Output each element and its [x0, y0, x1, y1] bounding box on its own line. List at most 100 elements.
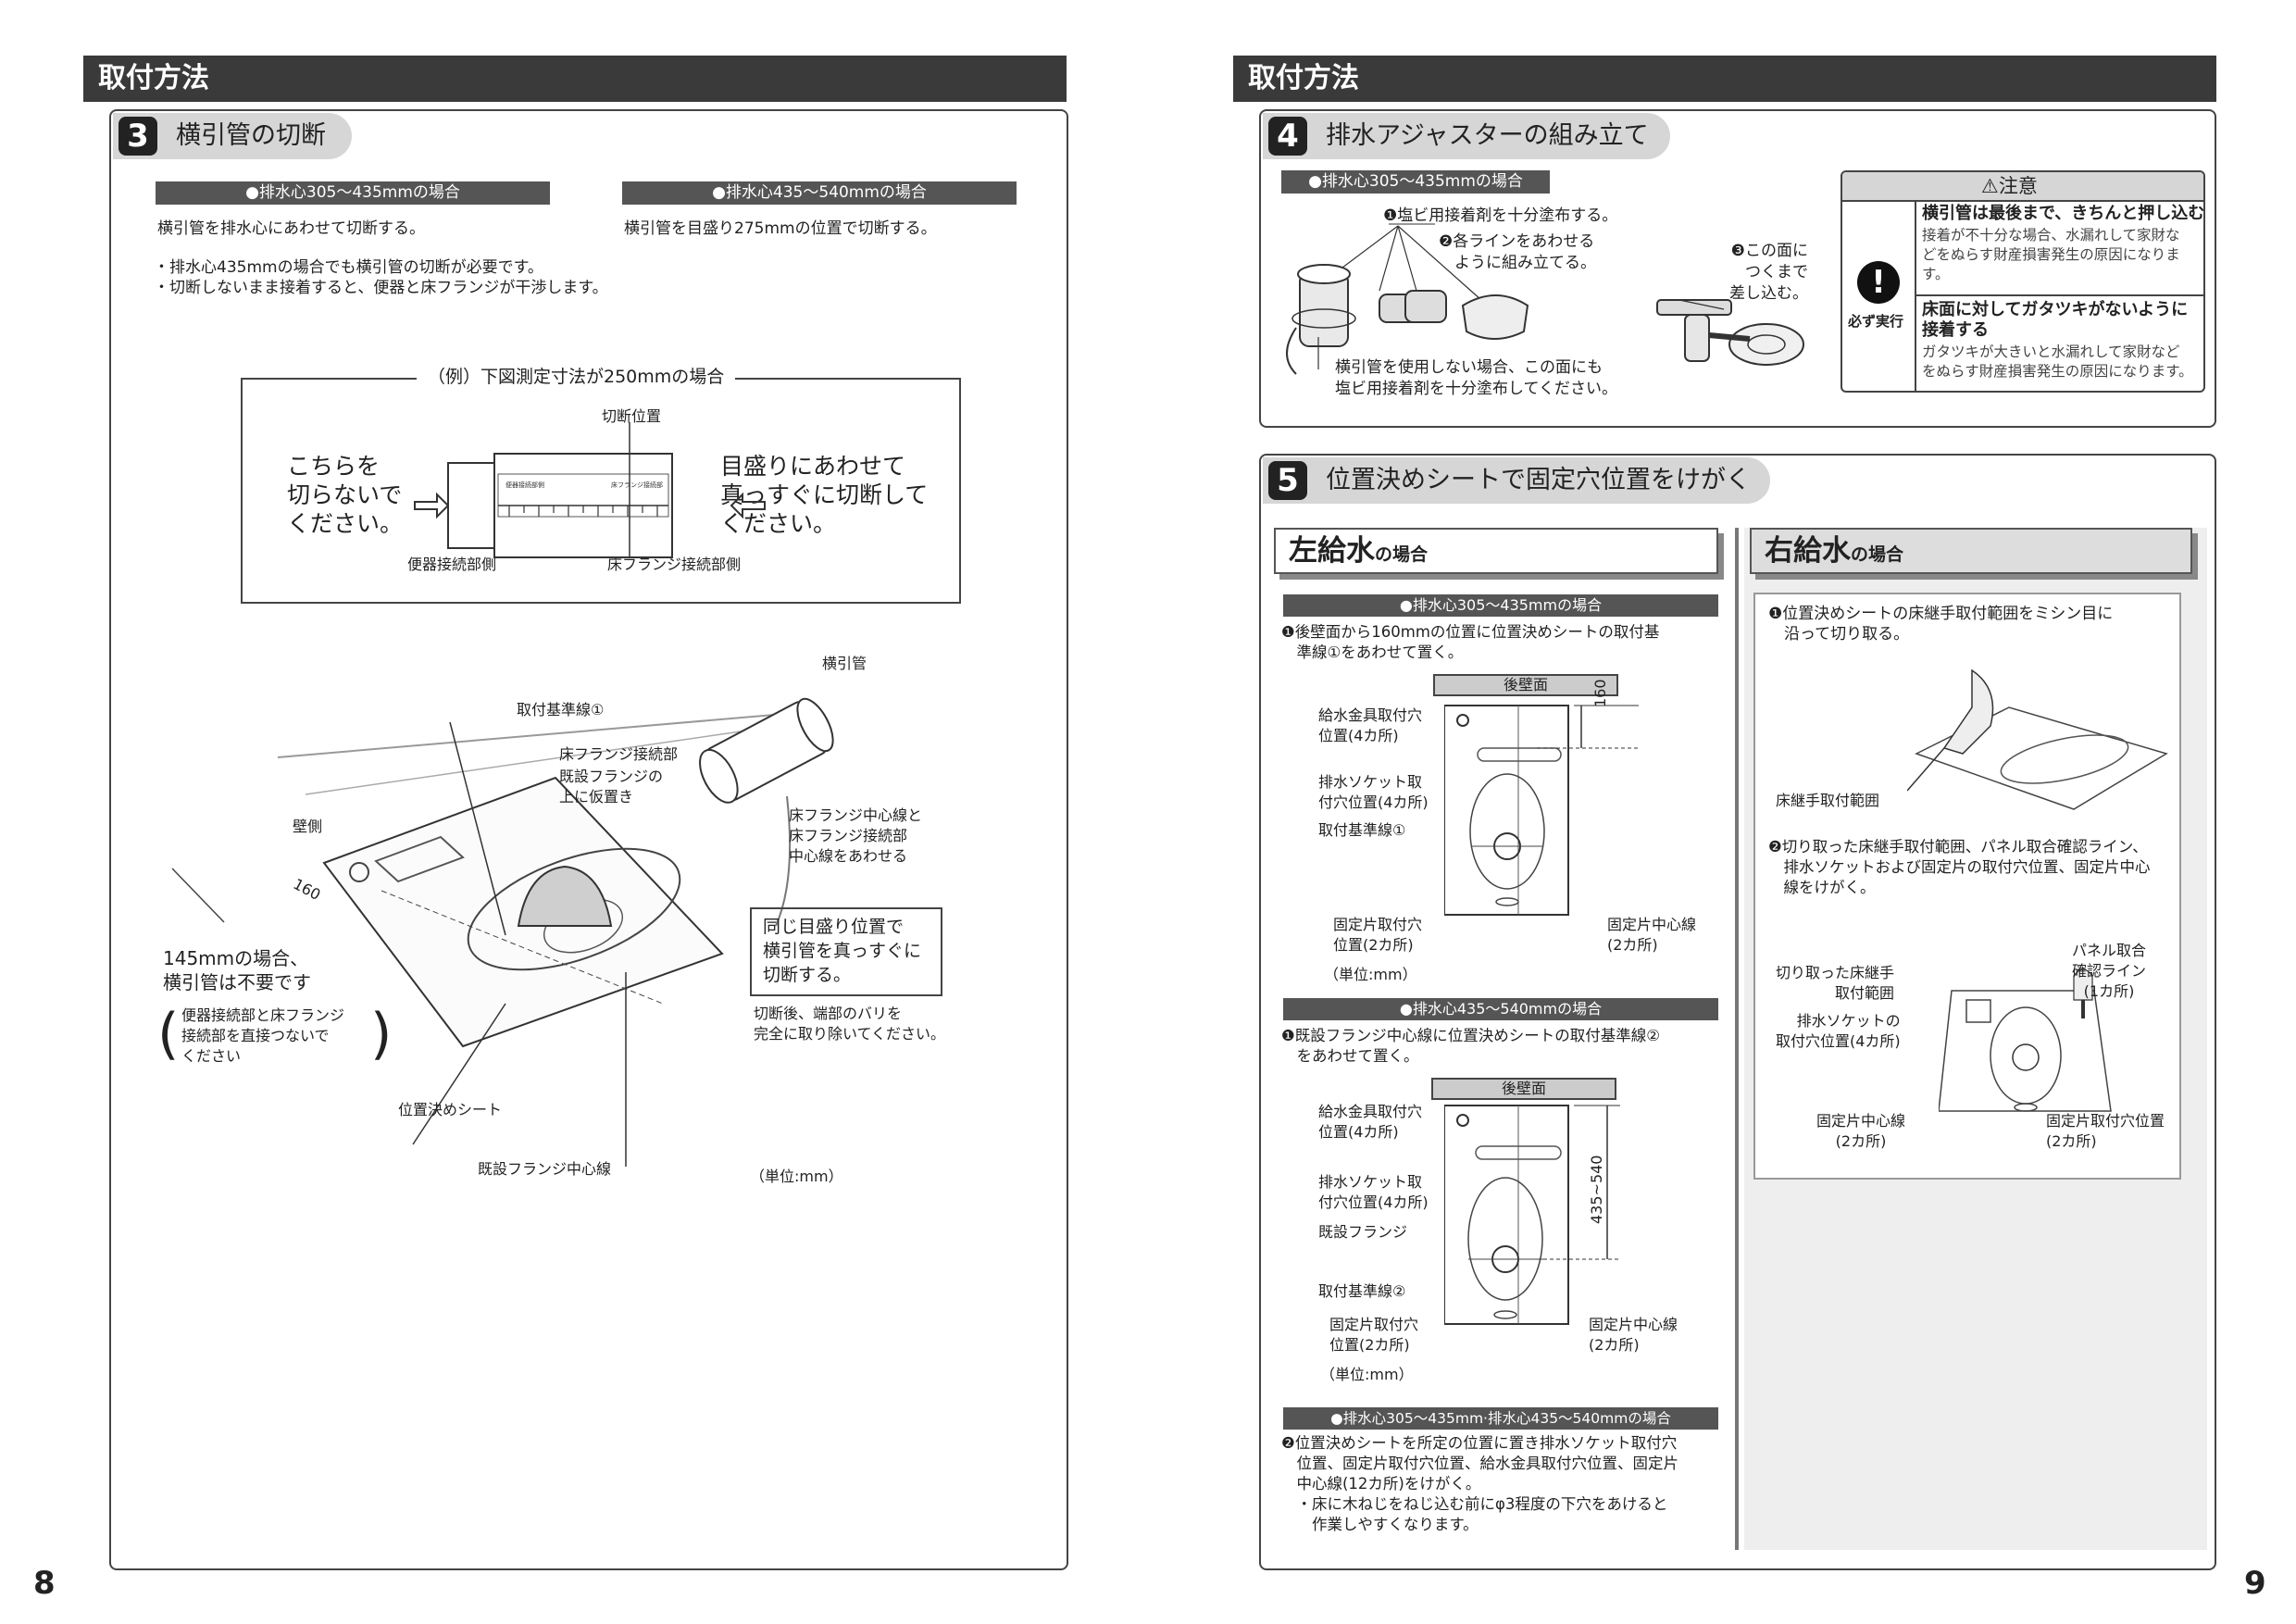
flange-joint-label: 床フランジ接続部 [559, 745, 679, 763]
step3-header: 3 横引管の切断 [113, 113, 352, 159]
after-cut-text: 切断後、端部のバリを 完全に取り除いてください。 [754, 1005, 946, 1043]
fix-holes-right-label: 固定片取付穴位置 (2カ所) [2046, 1112, 2165, 1150]
temp-place-label: 既設フランジの 上に仮置き [559, 768, 664, 806]
caution-divider [1915, 200, 1916, 391]
step4-item2: ❷各ラインをあわせる ように組み立てる。 [1439, 232, 1596, 272]
step5-header: 5 位置決めシートで固定穴位置をけがく [1263, 457, 1770, 504]
wall-label-2: 後壁面 [1431, 1078, 1616, 1100]
panel-line-label: パネル取合 確認ライン (1カ所) [2072, 942, 2147, 1000]
pipe-label-2: 床フランジ接続部 [611, 481, 663, 489]
cut-range-label: 床継手取付範囲 [1776, 792, 1880, 809]
step4-number: 4 [1268, 117, 1307, 156]
socket-holes-right-label: 排水ソケットの 取付穴位置(4カ所) [1776, 1012, 1901, 1050]
left-case3-label: ●排水心305～435mm·排水心435～540mmの場合 [1283, 1407, 1718, 1430]
must-do-icon: ! [1857, 261, 1900, 304]
left-case3-text: ❷位置決めシートを所定の位置に置き排水ソケット取付穴 位置、固定片取付穴位置、給… [1281, 1434, 1678, 1533]
left-supply-heading: 左給水の場合 [1274, 528, 1718, 574]
right-supply-heading: 右給水の場合 [1750, 528, 2192, 574]
dim-160-right: 160 [1591, 679, 1609, 707]
existing-center-label: 既設フランジ中心線 [478, 1160, 612, 1178]
same-scale-box [750, 907, 942, 996]
step4-item1: ❶塩ビ用接着剤を十分塗布する。 [1383, 206, 1618, 225]
existing-flange-label: 既設フランジ [1318, 1223, 1408, 1241]
step5-title: 位置決めシートで固定穴位置をけがく [1326, 466, 1751, 494]
feed-holes2-label: 給水金具取付穴 位置(4カ所) [1318, 1103, 1423, 1141]
base-line1-right-label: 取付基準線① [1318, 821, 1406, 839]
example-caption: （例）下図測定寸法が250mmの場合 [417, 367, 736, 388]
left-case1-text: ❶後壁面から160mmの位置に位置決めシートの取付基 準線①をあわせて置く。 [1281, 623, 1660, 661]
socket-holes2-label: 排水ソケット取 付穴位置(4カ所) [1318, 1173, 1429, 1211]
socket-holes-label: 排水ソケット取 付穴位置(4カ所) [1318, 773, 1429, 811]
must-do-label: 必ず実行 [1848, 313, 1904, 330]
right-item1: ❶位置決めシートの床継手取付範囲をミシン目に 沿って切り取る。 [1768, 605, 2114, 643]
step4-title: 排水アジャスターの組み立て [1326, 121, 1649, 150]
step3-number: 3 [119, 117, 157, 156]
flange-side-label: 床フランジ接続部側 [607, 556, 742, 573]
case-a-label: ●排水心305～435mmの場合 [156, 181, 550, 205]
case-a-text: 横引管を排水心にあわせて切断する。 [157, 219, 425, 238]
page-number-left: 8 [33, 1565, 56, 1602]
pipe-label-1: 便器接続部側 [505, 481, 544, 489]
step4-note: 横引管を使用しない場合、この面にも 塩ビ用接着剤を十分塗布してください。 [1335, 358, 1617, 398]
caution-box: ⚠注意 ! 必ず実行 横引管は最後まで、きちんと押し込む 接着が不十分な場合、水… [1841, 170, 2205, 393]
step4-case-label: ●排水心305～435mmの場合 [1281, 170, 1550, 194]
caution-item1-body: 接着が不十分な場合、水漏れして家財な どをぬらす財産損害発生の原因になりま す。 [1922, 227, 2180, 282]
same-scale-text: 同じ目盛り位置で 横引管を真っすぐに 切断する。 [763, 917, 922, 985]
left-case2-text: ❶既設フランジ中心線に位置決めシートの取付基準線② をあわせて置く。 [1281, 1027, 1661, 1065]
case-b-text: 横引管を目盛り275mmの位置で切断する。 [624, 219, 937, 238]
unit-right-1: （単位:mm） [1324, 966, 1417, 983]
step4-panel [1259, 109, 2216, 428]
fix-holes2-label: 固定片取付穴 位置(2カ所) [1329, 1316, 1419, 1354]
sheet-label: 位置決めシート [398, 1101, 503, 1118]
note-145: 145mmの場合、 横引管は不要です [163, 947, 311, 993]
sheet-drawing-1 [1444, 705, 1639, 916]
wall-side-label: 壁側 [293, 818, 323, 835]
floor-sheet-diagram [171, 697, 834, 1167]
step3-title: 横引管の切断 [176, 121, 326, 150]
feed-holes-label: 給水金具取付穴 位置(4カ所) [1318, 706, 1423, 744]
right-item2: ❷切り取った床継手取付範囲、パネル取合確認ライン、 排水ソケットおよび固定片の取… [1768, 838, 2151, 896]
caution-row-divider [1915, 294, 2203, 296]
column-divider [1735, 528, 1739, 1550]
fix-center2-label: 固定片中心線 (2カ所) [1589, 1316, 1678, 1354]
base-line2-label: 取付基準線② [1318, 1282, 1406, 1300]
left-case2-label: ●排水心435～540mmの場合 [1283, 998, 1718, 1020]
cut-sheet-drawing [1907, 668, 2168, 810]
step4-item3: ❸この面に つくまで 差し込む。 [1729, 242, 1808, 303]
fix-holes-label: 固定片取付穴 位置(2カ所) [1333, 916, 1423, 954]
caution-item2-body: ガタツキが大きいと水漏れして家財など をぬらす財産損害発生の原因になります。 [1922, 344, 2193, 380]
sheet-drawing-2 [1444, 1105, 1620, 1325]
caution-item1-head: 横引管は最後まで、きちんと押し込む [1922, 204, 2205, 223]
paren-right: ) [370, 1002, 393, 1067]
unit-left: （単位:mm） [750, 1168, 843, 1185]
yokobikikan-label: 横引管 [822, 655, 867, 672]
center-align-label: 床フランジ中心線と 床フランジ接続部 中心線をあわせる [789, 806, 923, 865]
fix-center-right-label: 固定片中心線 (2カ所) [1816, 1112, 1906, 1150]
paren-left: ( [157, 1002, 180, 1067]
note-2: ・切断しないまま接着すると、便器と床フランジが干渉します。 [154, 279, 608, 297]
caution-header [1842, 172, 2203, 202]
cut-straight-text: 目盛りにあわせて 真っすぐに切断して ください。 [720, 453, 929, 537]
note-1: ・排水心435mmの場合でも横引管の切断が必要です。 [154, 258, 543, 277]
page-number-right: 9 [2244, 1565, 2266, 1602]
note-direct: 便器接続部と床フランジ 接続部を直接つないで ください [181, 1006, 345, 1065]
step4-header: 4 排水アジャスターの組み立て [1263, 113, 1670, 159]
cut-off-label: 切り取った床継手 取付範囲 [1776, 964, 1895, 1002]
cut-position-label: 切断位置 [602, 407, 662, 425]
caution-title: ⚠注意 [1981, 175, 2038, 197]
toilet-side-label: 便器接続部側 [407, 556, 497, 573]
do-not-cut-text: こちらを 切らないで ください。 [287, 453, 404, 537]
page-header-left: 取付方法 [83, 56, 1067, 102]
warning-icon: ⚠ [1981, 175, 1999, 197]
page-header-right: 取付方法 [1233, 56, 2216, 102]
left-case1-label: ●排水心305～435mmの場合 [1283, 594, 1718, 617]
pipe-scale-drawing: 便器接続部側 床フランジ接続部 [414, 422, 766, 558]
base-line1-label: 取付基準線① [517, 701, 605, 718]
fix-center-label: 固定片中心線 (2カ所) [1607, 916, 1697, 954]
wall-label-1: 後壁面 [1433, 674, 1618, 696]
dim-range-label: 435~540 [1588, 1155, 1605, 1224]
caution-item2-head: 床面に対してガタツキがないように 接着する [1922, 300, 2189, 340]
step5-number: 5 [1268, 461, 1307, 500]
adjuster-drawing [1286, 223, 1804, 375]
case-b-label: ●排水心435～540mmの場合 [622, 181, 1017, 205]
